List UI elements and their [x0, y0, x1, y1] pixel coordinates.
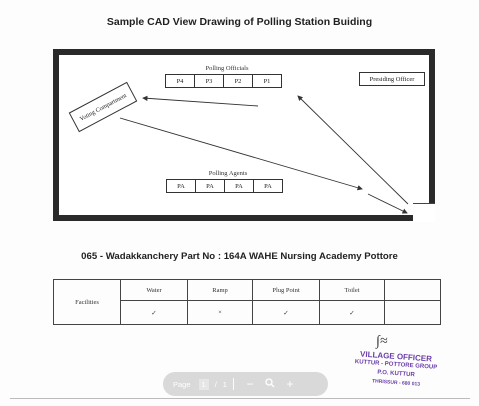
polling-agents-row: PA PA PA PA [166, 179, 283, 193]
presiding-officer-box: Presiding Officer [359, 72, 425, 86]
facilities-row-label: Facilities [53, 279, 121, 325]
arrow-exit [367, 193, 408, 214]
page-label: Page [173, 379, 191, 389]
header-plug-point: Plug Point [252, 278, 320, 302]
polling-officials-row: P4 P3 P2 P1 [165, 74, 282, 88]
document-title: Sample CAD View Drawing of Polling Stati… [106, 16, 373, 28]
zoom-in-button[interactable]: + [286, 377, 294, 391]
building-outline [53, 49, 435, 221]
mark-ramp: × [187, 300, 253, 325]
mark-toilet: ✓ [319, 300, 385, 325]
arrow-entry-to-officials [297, 95, 409, 205]
mark-empty [384, 300, 441, 325]
agent-pa-4: PA [253, 179, 283, 193]
header-ramp: Ramp [187, 278, 253, 302]
toolbar-divider [232, 378, 234, 390]
mark-water: ✓ [120, 300, 188, 325]
page-separator: / [214, 379, 217, 389]
polling-officials-label: Polling Officials [205, 65, 249, 72]
zoom-out-button[interactable]: − [246, 377, 254, 391]
facilities-table: Facilities Water Ramp Plug Point Toilet … [53, 278, 441, 325]
header-water: Water [120, 278, 188, 302]
mark-plug-point: ✓ [252, 300, 320, 325]
pdf-viewer-toolbar: Page 1 / 1 − + [163, 372, 328, 396]
polling-agents-label: Polling Agents [208, 170, 248, 177]
entrance-door [413, 203, 435, 222]
official-stamp: ∫≈ VILLAGE OFFICER KUTTUR - POTTORE GROU… [338, 334, 454, 398]
search-icon [265, 378, 275, 388]
official-p1: P1 [252, 74, 282, 88]
arrow-compartment-to-exit [119, 117, 363, 191]
signature: ∫≈ [376, 334, 388, 349]
page-bottom-edge [10, 398, 470, 399]
facilities-header-row: Facilities Water Ramp Plug Point Toilet [53, 278, 441, 325]
total-pages: 1 [222, 379, 227, 389]
header-toilet: Toilet [319, 278, 385, 302]
station-subtitle: 065 - Wadakkanchery Part No : 164A WAHE … [81, 251, 398, 262]
arrow-officials-to-compartment [142, 95, 259, 107]
page-number-input[interactable]: 1 [198, 378, 209, 390]
zoom-reset-button[interactable] [260, 377, 280, 391]
facilities-mark-row: ✓ × ✓ ✓ [54, 300, 441, 325]
header-empty [384, 278, 441, 302]
